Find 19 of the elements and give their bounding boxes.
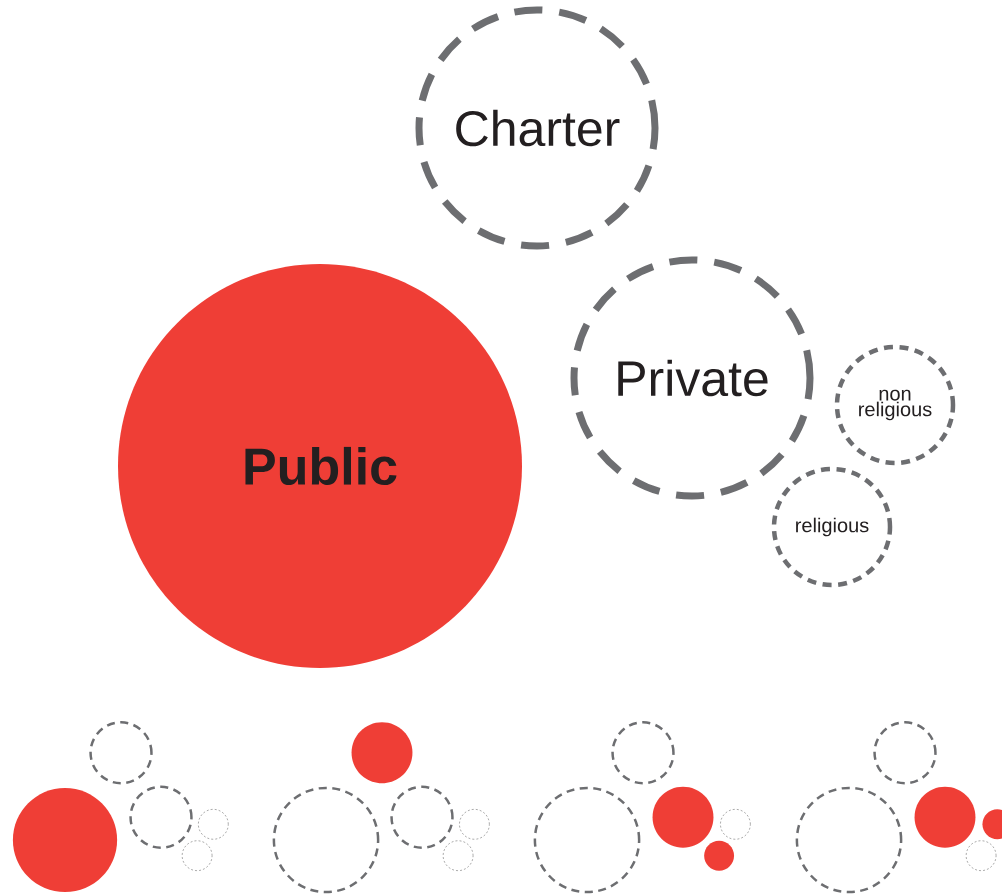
circle: [272, 786, 380, 894]
circle: [197, 808, 229, 840]
circle: [89, 721, 153, 785]
circle: [390, 785, 454, 849]
circle: [533, 786, 641, 894]
circle: [459, 808, 490, 840]
circle: [873, 721, 937, 785]
circle: [351, 722, 413, 784]
circle: [914, 786, 976, 848]
circle: [12, 787, 118, 893]
circle: [181, 840, 213, 872]
circle: [704, 840, 735, 871]
circle: [720, 808, 751, 840]
circle: [442, 840, 474, 872]
circle: [129, 785, 193, 849]
circle: [965, 840, 997, 872]
circle: [652, 786, 714, 848]
circle: [611, 721, 675, 785]
circle: [795, 786, 903, 894]
